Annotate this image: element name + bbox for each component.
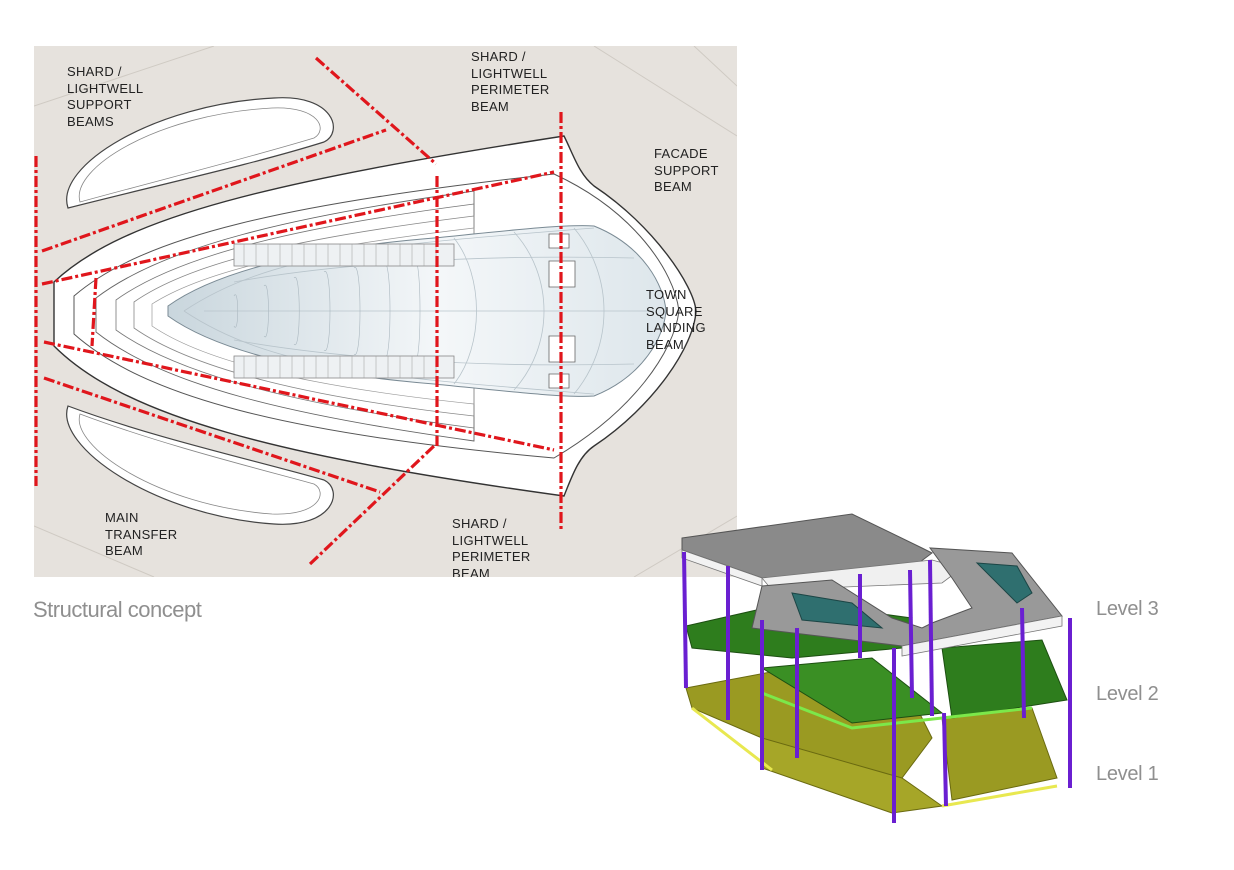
label-level-3: Level 3 bbox=[1096, 598, 1159, 620]
shard-top bbox=[66, 97, 334, 209]
label-shard-support-beams: SHARD / LIGHTWELL SUPPORT BEAMS bbox=[67, 64, 144, 129]
label-town-square-landing-beam: TOWN SQUARE LANDING BEAM bbox=[646, 287, 706, 352]
iso-svg bbox=[681, 513, 1072, 823]
columns bbox=[682, 551, 1072, 823]
label-shard-perimeter-beam-top: SHARD / LIGHTWELL PERIMETER BEAM bbox=[471, 49, 550, 114]
structural-plan-drawing: SHARD / LIGHTWELL SUPPORT BEAMS SHARD / … bbox=[34, 46, 737, 577]
caption-structural-concept: Structural concept bbox=[33, 597, 202, 622]
label-shard-perimeter-beam-bottom: SHARD / LIGHTWELL PERIMETER BEAM bbox=[452, 516, 531, 577]
label-facade-support-beam: FACADE SUPPORT BEAM bbox=[654, 146, 719, 194]
plan-svg bbox=[34, 46, 737, 577]
isometric-structure-model bbox=[672, 508, 1082, 838]
beam-lines bbox=[34, 56, 563, 566]
label-main-transfer-beam: MAIN TRANSFER BEAM bbox=[105, 510, 178, 558]
shard-bottom bbox=[66, 405, 334, 525]
label-level-1: Level 1 bbox=[1096, 763, 1159, 785]
main-building-shell bbox=[53, 135, 697, 497]
label-level-2: Level 2 bbox=[1096, 683, 1159, 705]
